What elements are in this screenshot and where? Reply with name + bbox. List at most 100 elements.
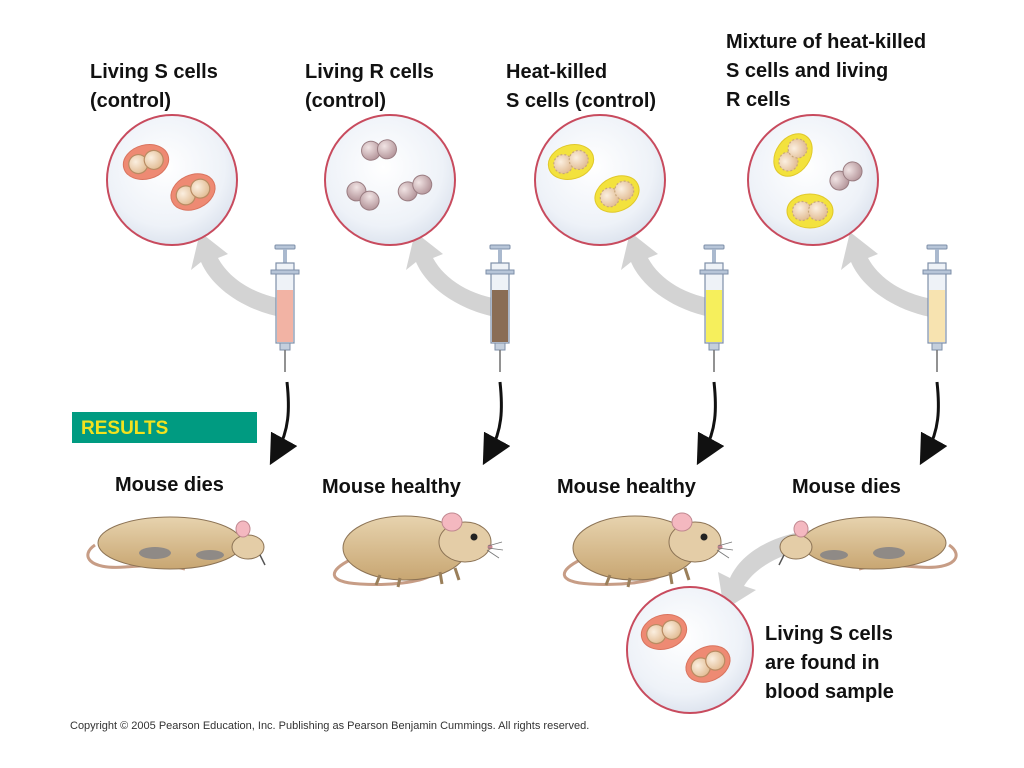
mouse-legs	[604, 567, 691, 588]
sample-circle-border	[534, 114, 666, 246]
s-cell-encapsulated	[685, 645, 731, 683]
mouse-ear	[441, 512, 463, 532]
mouse-head	[231, 534, 265, 560]
mouse-healthy-2	[332, 512, 504, 588]
syringe-fluid	[277, 290, 293, 342]
down-arrow-4	[919, 381, 948, 466]
coccus	[705, 650, 726, 671]
result-label-4: Mouse dies	[792, 476, 901, 498]
s-cell-encapsulated	[640, 614, 688, 650]
plunger-rod	[712, 249, 716, 263]
sample-circle-border	[106, 114, 238, 246]
plunger-cap	[274, 244, 296, 250]
mouse-dead-4	[778, 516, 958, 571]
plunger-cap	[703, 244, 725, 250]
label-mixture: Mixture of heat-killed S cells and livin…	[726, 31, 927, 111]
mouse-dead-1	[86, 516, 266, 571]
label-living-s-cells: Living S cells (control)	[90, 61, 218, 112]
result-label-3: Mouse healthy	[557, 476, 696, 498]
syringe-fluid	[492, 290, 508, 342]
mouse-head	[438, 521, 492, 563]
r-cell-pair	[397, 174, 433, 202]
coccus	[807, 200, 829, 222]
mouse-whiskers	[716, 541, 734, 559]
r-cell-pair	[361, 139, 397, 161]
sample-circle-mixture	[747, 114, 879, 246]
mouse-healthy-3	[562, 512, 734, 588]
mouse-leg	[820, 550, 848, 560]
syringe-2	[485, 244, 515, 372]
syringe-4	[922, 244, 952, 372]
plunger-cap	[489, 244, 511, 250]
syringe-fluid	[929, 290, 945, 342]
r-cell	[412, 174, 433, 195]
hub	[708, 342, 720, 351]
s-cell-heat-killed	[773, 133, 813, 177]
hub	[494, 342, 506, 351]
sample-circle-living-r	[324, 114, 456, 246]
gray-arrow-3	[621, 232, 720, 318]
mouse-eye-closed	[778, 554, 785, 566]
sample-circle-living-s	[106, 114, 238, 246]
mouse-legs	[374, 567, 461, 588]
finger-flange	[485, 269, 515, 275]
mouse-ear	[235, 520, 251, 538]
gray-arrow-4	[841, 232, 940, 318]
hub	[931, 342, 943, 351]
down-arrow-1	[269, 381, 298, 466]
mouse-head	[779, 534, 813, 560]
mouse-ear	[671, 512, 693, 532]
result-label-1: Mouse dies	[115, 474, 224, 496]
syringe-3	[699, 244, 729, 372]
mouse-leg	[139, 547, 171, 559]
label-living-r-cells: Living R cells (control)	[305, 61, 434, 112]
s-cell-heat-killed	[594, 175, 640, 213]
s-cell-heat-killed	[786, 193, 834, 229]
coccus	[614, 180, 635, 201]
syringe-1	[270, 244, 300, 372]
mouse-tail	[332, 558, 431, 586]
r-cell-pair	[346, 181, 380, 211]
mouse-leg	[873, 547, 905, 559]
mouse-body	[801, 516, 947, 570]
coccus	[143, 149, 164, 171]
r-cell	[842, 161, 863, 182]
result-label-2: Mouse healthy	[322, 476, 461, 498]
mouse-eye	[470, 533, 478, 541]
plunger-rod	[283, 249, 287, 263]
gray-arrow-blood-sample	[718, 528, 848, 610]
s-cell-encapsulated	[122, 144, 170, 180]
mouse-whiskers	[486, 541, 504, 559]
copyright-notice: Copyright © 2005 Pearson Education, Inc.…	[70, 720, 590, 732]
coccus	[661, 619, 682, 641]
mouse-head	[668, 521, 722, 563]
plunger-rod	[935, 249, 939, 263]
coccus	[190, 178, 211, 199]
hub	[279, 342, 291, 351]
s-cell-encapsulated	[170, 173, 216, 211]
sample-circle-border	[324, 114, 456, 246]
plunger-rod	[498, 249, 502, 263]
label-heat-killed-s-cells: Heat-killed S cells (control)	[506, 61, 657, 112]
down-arrow-2	[482, 381, 511, 466]
mouse-body	[97, 516, 243, 570]
results-heading: RESULTS	[81, 418, 169, 439]
r-cell	[359, 190, 380, 211]
gray-arrow-2	[406, 232, 505, 318]
syringe-fluid	[706, 290, 722, 342]
sample-circle-heat-killed-s	[534, 114, 666, 246]
s-cell-heat-killed	[547, 144, 595, 180]
mouse-eye-closed	[259, 554, 266, 566]
finger-flange	[270, 269, 300, 275]
finger-flange	[699, 269, 729, 275]
mouse-ear	[793, 520, 809, 538]
gray-arrow-1	[191, 232, 290, 318]
down-arrow-3	[696, 381, 725, 466]
sample-circle-blood	[626, 586, 754, 714]
blood-sample-label: Living S cells are found in blood sample	[765, 623, 894, 703]
mouse-tail	[562, 558, 661, 586]
sample-circle-border	[626, 586, 754, 714]
finger-flange	[922, 269, 952, 275]
r-cell-pair	[829, 161, 863, 191]
